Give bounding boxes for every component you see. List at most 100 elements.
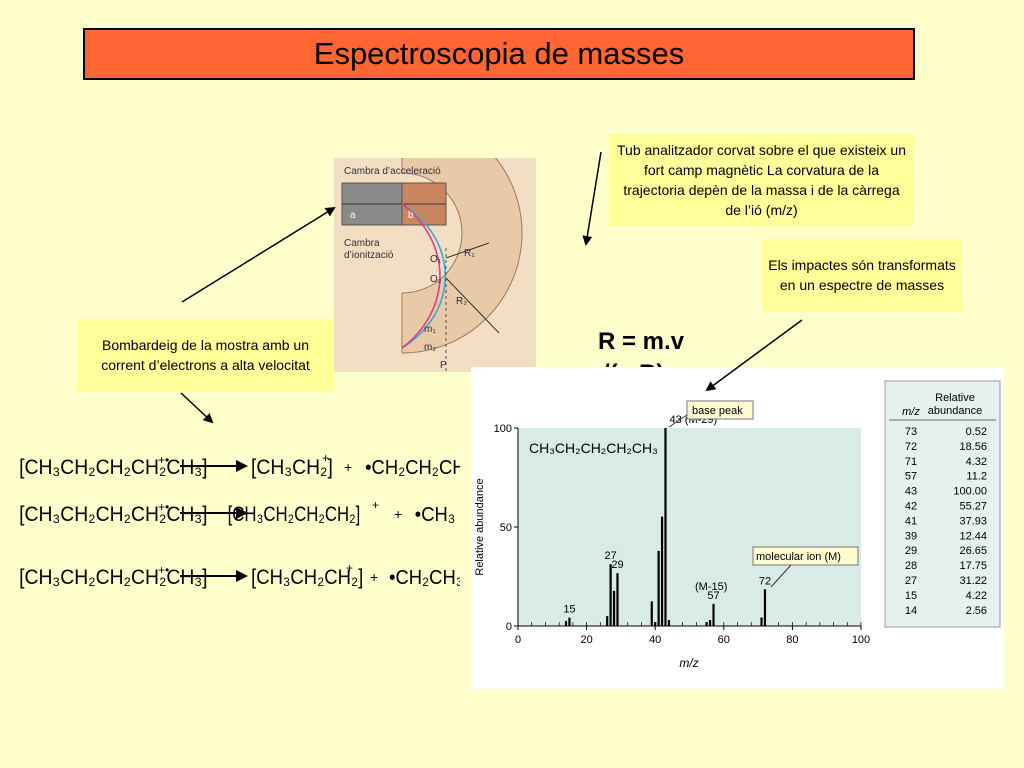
o1-label: O₁ — [430, 254, 442, 265]
table-cell-abundance: 55.27 — [959, 501, 987, 513]
table-header-abundance-1: Relative — [935, 392, 975, 404]
reactant-1: [CH₃CH₂CH₂CH₂CH₃] — [19, 456, 207, 479]
reactant-3: [CH₃CH₂CH₂CH₂CH₃] — [19, 566, 207, 589]
table-cell-abundance: 4.32 — [966, 456, 987, 468]
mass-spectrometer-diagram: Cambra d’acceleració a b Cambra d’ionitz… — [334, 158, 536, 372]
reactant-1-charge: +• — [158, 453, 169, 467]
plot-area — [518, 428, 861, 626]
arrow-to-analyzer — [582, 151, 602, 246]
ion-1-charge: + — [322, 451, 329, 465]
table-cell-abundance: 17.75 — [959, 560, 987, 572]
table-cell-mz: 27 — [905, 575, 917, 587]
chamber-a-label: a — [350, 210, 356, 221]
y-tick-label: 0 — [506, 621, 512, 633]
y-axis-label: Relative abundance — [474, 478, 486, 575]
impacts-note-text: Els impactes són transformats en un espe… — [768, 257, 956, 293]
molecular-ion-pointer — [770, 564, 792, 588]
table-cell-abundance: 100.00 — [953, 486, 987, 498]
ion-path-m1 — [401, 203, 447, 349]
table-header-mz: m/z — [902, 406, 920, 418]
reaction-3-arrowhead — [236, 570, 248, 582]
formula-line-1: R = m.v — [598, 328, 685, 355]
x-tick-label: 40 — [649, 634, 661, 646]
x-tick-label: 80 — [786, 634, 798, 646]
table-cell-abundance: 11.2 — [966, 471, 987, 483]
peak-label: 72 — [759, 575, 771, 587]
x-tick-label: 100 — [852, 634, 870, 646]
table-cell-abundance: 26.65 — [959, 545, 987, 557]
m15-label: (M-15) — [695, 581, 727, 593]
table-cell-mz: 14 — [905, 605, 917, 617]
o2-label: O₂ — [430, 274, 442, 285]
y-tick-label: 50 — [500, 522, 512, 534]
impacts-note: Els impactes són transformats en un espe… — [762, 239, 962, 311]
bombardment-note-text: Bombardeig de la mostra amb un corrent d… — [101, 337, 310, 373]
table-cell-mz: 15 — [905, 590, 917, 602]
plus-2: + — [394, 506, 402, 522]
table-header-abundance-2: abundance — [928, 405, 982, 417]
table-cell-abundance: 12.44 — [959, 530, 987, 542]
reaction-1-arrowhead — [236, 460, 248, 472]
reactant-2: [CH₃CH₂CH₂CH₂CH₃] — [19, 503, 207, 526]
table-cell-mz: 57 — [905, 471, 917, 483]
table-cell-mz: 71 — [905, 456, 917, 468]
radius-r2 — [445, 277, 500, 334]
table-cell-mz: 73 — [905, 426, 917, 438]
molecule-formula-label: CH₃CH₂CH₂CH₂CH₃ — [529, 440, 658, 456]
table-cell-abundance: 4.22 — [966, 590, 987, 602]
chamber-b-label: b — [408, 210, 414, 221]
table-cell-mz: 72 — [905, 441, 917, 453]
ion-3-charge: + — [346, 561, 353, 575]
analyzer-tube-note: Tub analitzador corvat sobre el que exis… — [609, 134, 914, 226]
arrow-to-ionization — [181, 206, 336, 303]
fragmentation-reactions: [CH₃CH₂CH₂CH₂CH₃] +• [CH₃CH₂] + + •CH₂CH… — [19, 451, 460, 589]
table-cell-abundance: 18.56 — [959, 441, 987, 453]
ionization-label-1: Cambra — [344, 238, 380, 249]
ionization-label-2: d’ionització — [344, 250, 394, 261]
table-cell-mz: 43 — [905, 486, 917, 498]
ion-3: [CH₃CH₂CH₂] — [251, 566, 363, 589]
base-peak-box — [686, 400, 754, 420]
table-cell-mz: 41 — [905, 515, 917, 527]
molecular-ion-label: molecular ion (M) — [756, 551, 841, 563]
y-tick-label: 100 — [494, 423, 512, 435]
plus-3: + — [370, 569, 378, 585]
bombardment-note: Bombardeig de la mostra amb un corrent d… — [77, 319, 334, 391]
table-cell-mz: 39 — [905, 530, 917, 542]
peak-label: 29 — [611, 559, 623, 571]
reaction-1: [CH₃CH₂CH₂CH₂CH₃] +• [CH₃CH₂] + + •CH₂CH… — [19, 451, 460, 479]
table-cell-abundance: 31.22 — [959, 575, 987, 587]
reactant-2-charge: +• — [158, 500, 169, 514]
peak-label: 15 — [563, 604, 575, 616]
molecular-ion-box — [752, 546, 859, 566]
ion-1: [CH₃CH₂] — [251, 456, 333, 479]
reactant-3-charge: +• — [158, 563, 169, 577]
r1-label: R₁ — [464, 248, 475, 259]
ion-2: [CH₃CH₂CH₂CH₂] — [228, 503, 361, 526]
peak-label: 27 — [604, 550, 616, 562]
analyzer-tube — [401, 158, 523, 354]
reaction-3: [CH₃CH₂CH₂CH₂CH₃] +• [CH₃CH₂CH₂] + + •CH… — [19, 561, 460, 589]
base-peak-pointer — [668, 414, 688, 428]
peak-label: 57 — [707, 590, 719, 602]
radical-1: •CH₂CH₂CH₃ — [365, 457, 460, 479]
radical-3: •CH₂CH₃ — [389, 567, 460, 589]
table-cell-abundance: 37.93 — [959, 515, 987, 527]
x-tick-label: 60 — [718, 634, 730, 646]
ion-path-m2 — [401, 203, 441, 349]
x-axis-label: m/z — [679, 656, 698, 670]
base-peak-label: base peak — [692, 405, 743, 417]
r2-label: R₂ — [456, 296, 467, 307]
table-cell-abundance: 2.56 — [966, 605, 987, 617]
table-cell-mz: 29 — [905, 545, 917, 557]
x-tick-label: 0 — [515, 634, 521, 646]
m2-label: m₂ — [424, 342, 436, 353]
x-tick-label: 20 — [580, 634, 592, 646]
analyzer-tube-note-text: Tub analitzador corvat sobre el que exis… — [617, 142, 906, 218]
acceleration-label: Cambra d’acceleració — [344, 166, 441, 177]
table-cell-abundance: 0.52 — [966, 426, 987, 438]
p-label: P — [440, 360, 447, 371]
reaction-2-arrowhead — [236, 507, 248, 519]
